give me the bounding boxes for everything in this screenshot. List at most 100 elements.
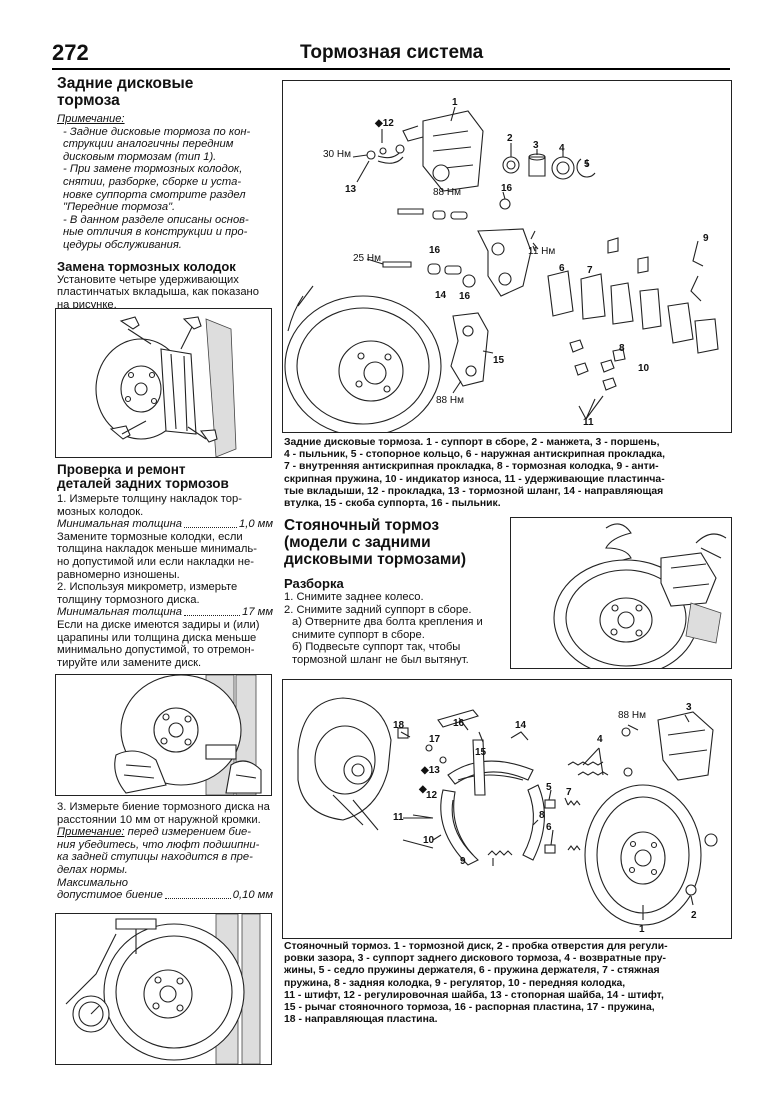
body-line: тормозной шланг не был вытянут. — [292, 653, 469, 666]
micrometer-illustration — [114, 675, 262, 795]
caption-line: 4 - пыльник, 5 - стопорное кольцо, 6 - н… — [284, 449, 666, 461]
pad-clip-illustration — [56, 309, 271, 457]
figure-caption-rear-disc: Задние дисковые тормоза. 1 - суппорт в с… — [284, 437, 730, 510]
note-line: ные отличия в конструкции и про- — [63, 226, 248, 239]
spec-min-pad-thickness: Минимальная толщина 1,0 мм — [57, 518, 273, 531]
title-line: Стояночный тормоз — [284, 517, 440, 534]
rear-disc-section: Задние дисковые тормоза Примечание: - За… — [57, 75, 277, 311]
title-line: тормоза — [57, 92, 120, 109]
note-line: дисковым тормозам (тип 1). — [63, 150, 217, 163]
note-line: "Передние тормоза". — [63, 201, 176, 214]
body-line: Установите четыре удерживающих — [57, 273, 239, 286]
svg-text:12: 12 — [426, 790, 438, 801]
body-line: равномерно изношены. — [57, 568, 180, 581]
body-line: минимально допустимой, то отремон- — [57, 644, 255, 657]
body-line: 2. Снимите задний суппорт в сборе. — [284, 603, 472, 616]
body-line: Замените тормозные колодки, если — [57, 530, 243, 543]
section-title: Стояночный тормоз (модели с задними диск… — [284, 517, 504, 568]
figure-micrometer — [55, 674, 272, 796]
svg-text:9: 9 — [703, 233, 709, 244]
svg-text:4: 4 — [597, 734, 603, 745]
note-line: перед измерением бие- — [127, 826, 251, 839]
note-line: ка задней ступицы находится в пре- — [57, 851, 253, 864]
svg-text:14: 14 — [435, 290, 447, 301]
body-line: но допустимой или если накладки не- — [57, 555, 254, 568]
figure-dial-indicator — [55, 913, 272, 1065]
body-line: б) Подвесьте суппорт так, чтобы — [292, 641, 461, 654]
figure-rear-disc-exploded: 1 2 3 4 5 6 7 8 9 10 11 ◆12 13 14 15 16 … — [282, 80, 732, 433]
caption-line: пружина, 8 - задняя колодка, 9 - регулят… — [284, 977, 626, 989]
svg-text:9: 9 — [460, 856, 466, 867]
title-line: деталей задних тормозов — [57, 476, 229, 491]
body-line: Если на диске имеются задиры и (или) — [57, 618, 260, 631]
body-line: мозных колодок. — [57, 505, 144, 518]
svg-text:14: 14 — [515, 720, 527, 731]
caliper-removal-illustration — [553, 523, 727, 668]
svg-text:11: 11 — [583, 417, 594, 428]
svg-text:16: 16 — [459, 291, 471, 302]
body-line: толщина накладок меньше минималь- — [57, 543, 257, 556]
svg-text:15: 15 — [475, 747, 487, 758]
svg-text:◆13: ◆13 — [420, 765, 440, 776]
subsection-title: Проверка и ремонт деталей задних тормозо… — [57, 463, 273, 491]
svg-text:5: 5 — [546, 782, 552, 793]
svg-text:10: 10 — [423, 835, 435, 846]
subsection-title: Замена тормозных колодок — [57, 258, 236, 274]
figure-caliper-removal — [510, 517, 732, 669]
svg-text:◆: ◆ — [418, 784, 427, 795]
title-line: Проверка и ремонт — [57, 462, 186, 477]
svg-text:1: 1 — [452, 97, 458, 108]
svg-text:8: 8 — [619, 343, 625, 354]
svg-text:5: 5 — [584, 159, 590, 170]
spec-value: 1,0 мм — [239, 518, 273, 531]
note-line: цедуры обслуживания. — [63, 238, 182, 251]
title-line: (модели с задними — [284, 534, 431, 551]
svg-text:10: 10 — [638, 363, 650, 374]
note-line: - В данном разделе описаны основ- — [63, 213, 249, 226]
svg-text:16: 16 — [429, 245, 441, 256]
spec-label: Минимальная толщина — [57, 518, 182, 531]
svg-text:1: 1 — [639, 924, 645, 935]
svg-text:17: 17 — [429, 734, 441, 745]
dial-indicator-illustration — [65, 914, 261, 1064]
caption-line: 15 - рычаг стояночного тормоза, 16 - рас… — [284, 1002, 655, 1014]
svg-text:25 Нм: 25 Нм — [353, 253, 381, 264]
svg-text:88 Нм: 88 Нм — [436, 395, 464, 406]
svg-text:13: 13 — [345, 184, 357, 195]
svg-text:8: 8 — [539, 810, 545, 821]
body-line: снимите суппорт в сборе. — [292, 628, 425, 641]
runout-note: Примечание: перед измерением бие- — [57, 826, 273, 839]
caption-line: жины, 5 - седло пружины держателя, 6 - п… — [284, 965, 660, 977]
runout-section: 3. Измерьте биение тормозного диска на р… — [57, 801, 273, 902]
section-title: Задние дисковые тормоза — [57, 75, 277, 109]
svg-text:88 Нм: 88 Нм — [433, 187, 461, 198]
note-line: ния убедитесь, что люфт подшипни- — [57, 838, 260, 851]
caption-line: тые вкладыши, 12 - прокладка, 13 - тормо… — [284, 485, 664, 497]
svg-text:16: 16 — [501, 183, 513, 194]
body-line: пластинчатых вкладыша, как показано — [57, 286, 259, 299]
spec-label: Минимальная толщина — [57, 606, 182, 619]
figure-parking-exploded: 1 2 3 4 5 6 7 8 9 10 11 12 ◆13 14 15 16 … — [282, 679, 732, 939]
svg-text:11: 11 — [393, 812, 404, 823]
svg-text:◆12: ◆12 — [374, 118, 394, 129]
body-line: 3. Измерьте биение тормозного диска на — [57, 801, 270, 813]
body-line: а) Отверните два болта крепления и — [292, 616, 483, 629]
svg-text:6: 6 — [559, 263, 565, 274]
svg-text:3: 3 — [686, 702, 692, 713]
subsection-title: Разборка — [284, 576, 344, 591]
caption-line: втулка, 15 - скоба суппорта, 16 - пыльни… — [284, 498, 501, 510]
rear-disc-exploded-diagram: 1 2 3 4 5 6 7 8 9 10 11 ◆12 13 14 15 16 … — [284, 97, 719, 432]
parking-brake-section: Стояночный тормоз (модели с задними диск… — [284, 517, 504, 667]
body-line: 1. Снимите заднее колесо. — [284, 591, 424, 603]
caption-line: 11 - штифт, 12 - регулировочная шайба, 1… — [284, 989, 664, 1001]
caption-line: скрипная пружина, 10 - индикатор износа,… — [284, 473, 665, 485]
note-line: - Задние дисковые тормоза по кон- — [63, 125, 251, 138]
svg-text:2: 2 — [691, 910, 697, 921]
svg-text:4: 4 — [559, 143, 565, 154]
note-line: снятии, разборке, сборке и уста- — [63, 175, 242, 188]
svg-text:30 Нм: 30 Нм — [323, 149, 351, 160]
note-line: новке суппорта смотрите раздел — [63, 188, 246, 201]
caption-line: 7 - внутренняя антискрипная прокладка, 8… — [284, 461, 659, 473]
figure-pad-clips — [55, 308, 272, 458]
